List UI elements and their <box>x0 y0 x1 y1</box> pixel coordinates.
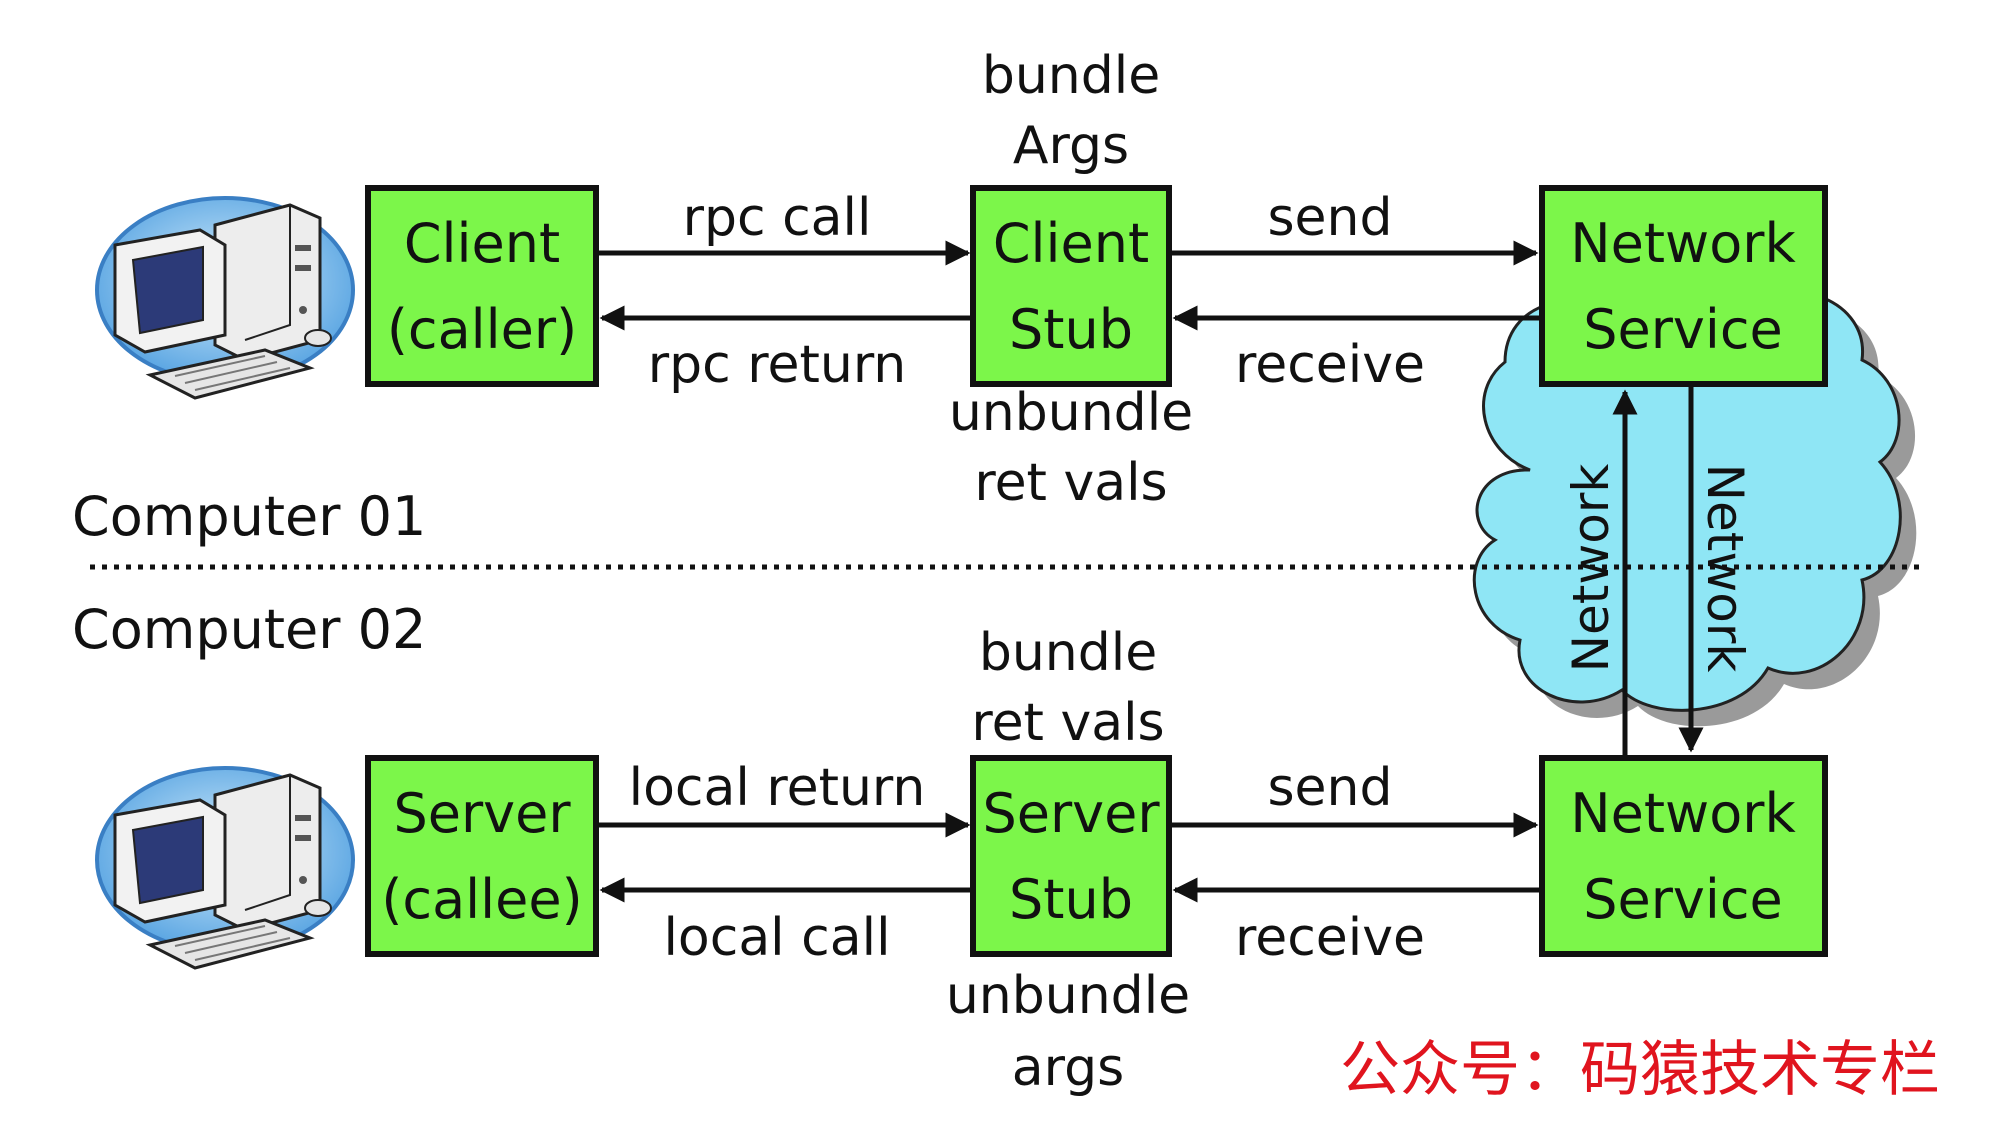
server-computer-icon <box>95 766 355 970</box>
receive-label-bottom: receive <box>1235 908 1425 968</box>
network-up-label: Network <box>1562 464 1620 673</box>
unbundle-ret-vals-label-line1: unbundle <box>949 383 1193 443</box>
server-stub-line2: Stub <box>1009 868 1133 931</box>
network-down-label: Network <box>1696 464 1754 673</box>
network-service-top-line2: Service <box>1583 298 1783 361</box>
client-stub-line2: Stub <box>1009 298 1133 361</box>
computer-02-label: Computer 02 <box>72 598 426 661</box>
bundle-args-label-line1: bundle <box>982 46 1160 106</box>
server-box-line2: (callee) <box>381 868 582 931</box>
network-service-bottom-line1: Network <box>1570 782 1796 845</box>
server-stub-box: Server Stub <box>970 755 1172 957</box>
bundle-args-label-line2: Args <box>1013 116 1129 176</box>
server-box-line1: Server <box>393 782 571 845</box>
computer-01-label: Computer 01 <box>72 485 426 548</box>
unbundle-ret-vals-label-line2: ret vals <box>974 453 1167 513</box>
local-return-label: local return <box>629 758 926 818</box>
client-computer-icon <box>95 196 355 400</box>
network-service-top-line1: Network <box>1570 212 1796 275</box>
unbundle-args-label-line2: args <box>1012 1038 1124 1098</box>
network-service-box-top: Network Service <box>1539 185 1828 387</box>
client-stub-box: Client Stub <box>970 185 1172 387</box>
local-call-label: local call <box>663 908 890 968</box>
bundle-ret-vals-label-line2: ret vals <box>971 693 1164 753</box>
send-label-bottom: send <box>1267 758 1392 818</box>
client-caller-box: Client (caller) <box>365 185 599 387</box>
send-label-top: send <box>1267 188 1392 248</box>
unbundle-args-label-line1: unbundle <box>946 966 1190 1026</box>
client-box-line2: (caller) <box>387 298 577 361</box>
server-stub-line1: Server <box>982 782 1160 845</box>
server-callee-box: Server (callee) <box>365 755 599 957</box>
client-box-line1: Client <box>404 212 560 275</box>
watermark-text: 公众号：码猿技术专栏 <box>1340 1035 1940 1105</box>
receive-label-top: receive <box>1235 335 1425 395</box>
bundle-ret-vals-label-line1: bundle <box>979 623 1157 683</box>
network-service-bottom-line2: Service <box>1583 868 1783 931</box>
client-stub-line1: Client <box>993 212 1149 275</box>
network-service-box-bottom: Network Service <box>1539 755 1828 957</box>
rpc-call-label: rpc call <box>683 188 872 248</box>
rpc-return-label: rpc return <box>648 335 907 395</box>
